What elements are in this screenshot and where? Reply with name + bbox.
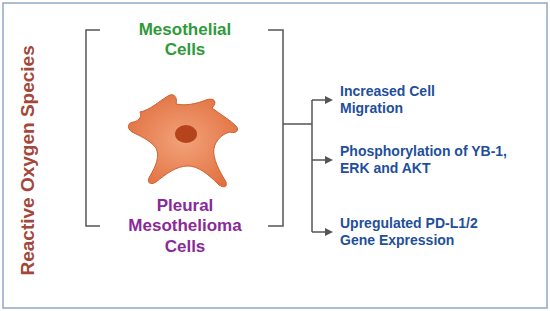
outer-frame xyxy=(3,3,547,308)
outcome-label: Increased Cell Migration xyxy=(340,83,490,117)
left-bracket xyxy=(86,30,100,226)
bracket-connector xyxy=(283,123,312,125)
cell-type-heading: Mesothelial Cells xyxy=(128,20,243,61)
cell-illustration xyxy=(128,95,237,187)
outcome-label: Upregulated PD-L1/2 Gene Expression xyxy=(340,215,510,249)
input-label: Reactive Oxygen Species xyxy=(17,45,40,275)
outcome-arrows xyxy=(312,96,333,236)
cell-nucleus xyxy=(175,125,197,143)
cell-type-heading: Pleural Mesothelioma Cells xyxy=(118,196,253,257)
fan-line xyxy=(311,100,313,232)
right-bracket xyxy=(268,30,283,226)
outcome-label: Phosphorylation of YB-1, ERK and AKT xyxy=(340,143,525,177)
